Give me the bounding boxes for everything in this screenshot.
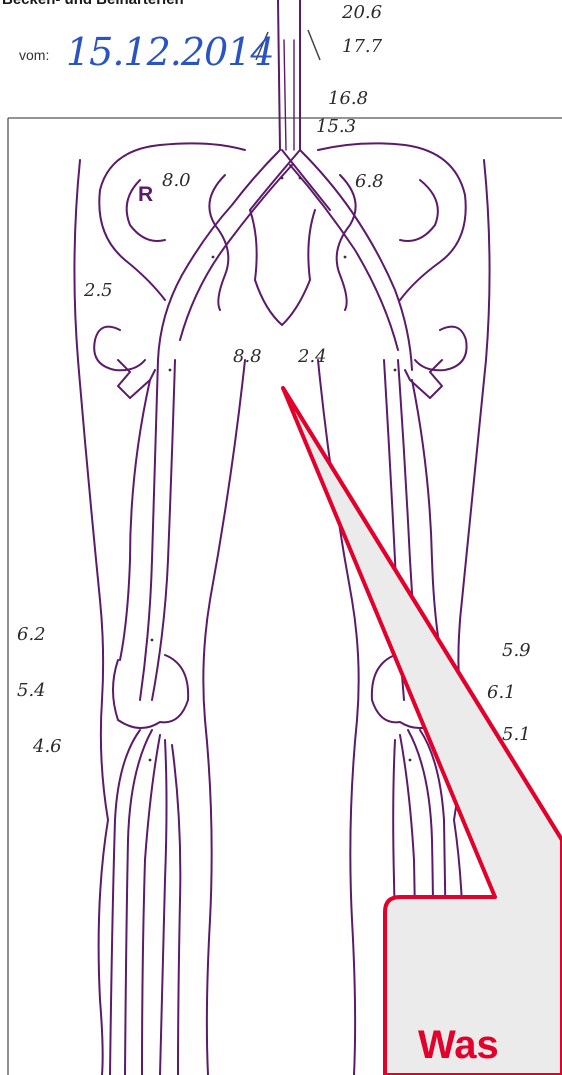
- measure-point: [151, 639, 154, 642]
- date-label: vom:: [19, 47, 49, 63]
- measurement-right-knee-2: 5.4: [17, 682, 46, 700]
- pelvis-right-inner: [209, 175, 228, 310]
- femur-head-right: [94, 327, 145, 371]
- measurement-aorta-3: 16.8: [328, 90, 368, 108]
- lower-leg-vessels-right: [110, 730, 180, 1075]
- measure-point: [299, 177, 302, 180]
- pelvis-right: [99, 143, 245, 300]
- thigh-right-inner: [203, 360, 245, 720]
- measurement-aorta-1: 20.6: [342, 4, 382, 22]
- measure-point: [394, 369, 397, 372]
- measurement-left-knee-1: 5.9: [502, 642, 531, 660]
- side-marker-right: R: [138, 183, 153, 207]
- lower-leg-outline-right: [99, 720, 212, 1075]
- form-title: Becken- und Beinarterien: [2, 0, 184, 8]
- measurement-left-knee-2: 6.1: [487, 684, 516, 702]
- measurement-aorta-4: 15.3: [316, 118, 356, 136]
- knee-right: [113, 655, 188, 728]
- measurement-left-iliac: 6.8: [355, 173, 384, 191]
- thigh-right-outer: [74, 160, 108, 820]
- aorta: [278, 0, 300, 150]
- measurement-right-hip: 2.5: [84, 282, 113, 300]
- aorta-wall: [284, 40, 294, 150]
- measurement-center-2: 2.4: [298, 348, 327, 366]
- sacrum: [250, 210, 315, 325]
- measure-point: [281, 177, 284, 180]
- measurement-center-1: 8.8: [233, 348, 262, 366]
- deep-femoral-right: [120, 380, 150, 660]
- measurement-right-knee-1: 6.2: [17, 626, 46, 644]
- measure-point: [169, 369, 172, 372]
- femoral-artery-right: [140, 360, 175, 700]
- callout-text: Was: [418, 1023, 499, 1068]
- measurement-right-knee-3: 4.6: [33, 738, 62, 756]
- measurement-right-iliac: 8.0: [162, 172, 191, 190]
- femur-head-left: [415, 327, 467, 371]
- measure-point: [149, 759, 152, 762]
- measurement-aorta-2: 17.7: [342, 38, 382, 56]
- measure-point: [409, 759, 412, 762]
- date-value: 15.12.2014: [66, 30, 274, 74]
- measurement-left-knee-3: 5.1: [502, 726, 531, 744]
- measure-point: [212, 256, 215, 259]
- pen-stroke: [308, 30, 320, 60]
- measure-point: [344, 256, 347, 259]
- callout-pointer-inner-edge: [283, 388, 562, 840]
